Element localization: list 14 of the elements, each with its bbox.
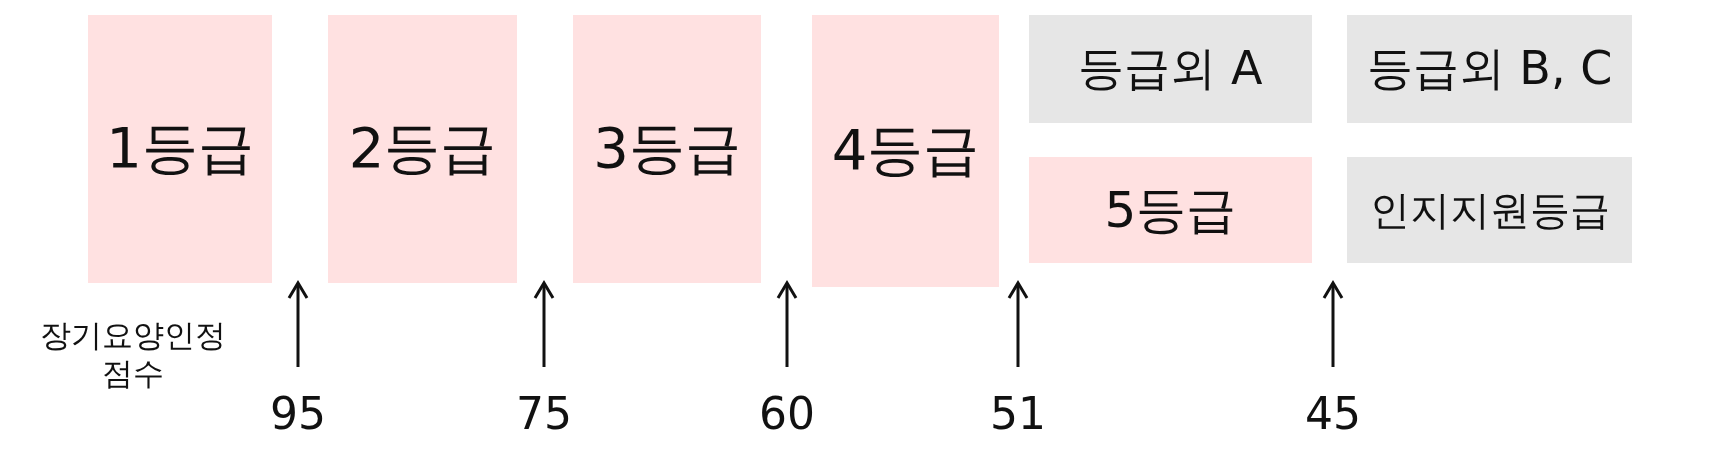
grade-box: 3등급 — [573, 15, 761, 283]
axis-title: 장기요양인정 점수 — [39, 316, 227, 392]
grade-box: 등급외 A — [1029, 15, 1312, 123]
score-value: 51 — [989, 388, 1047, 440]
grade-box: 4등급 — [812, 15, 999, 287]
grade-box: 2등급 — [328, 15, 517, 283]
score-value: 95 — [269, 388, 327, 440]
score-value: 45 — [1304, 388, 1362, 440]
score-value: 60 — [758, 388, 816, 440]
score-value: 75 — [515, 388, 573, 440]
grade-box: 5등급 — [1029, 157, 1312, 263]
grade-box: 인지지원등급 — [1347, 157, 1632, 263]
grade-box: 1등급 — [88, 15, 272, 283]
grade-box: 등급외 B, C — [1347, 15, 1632, 123]
